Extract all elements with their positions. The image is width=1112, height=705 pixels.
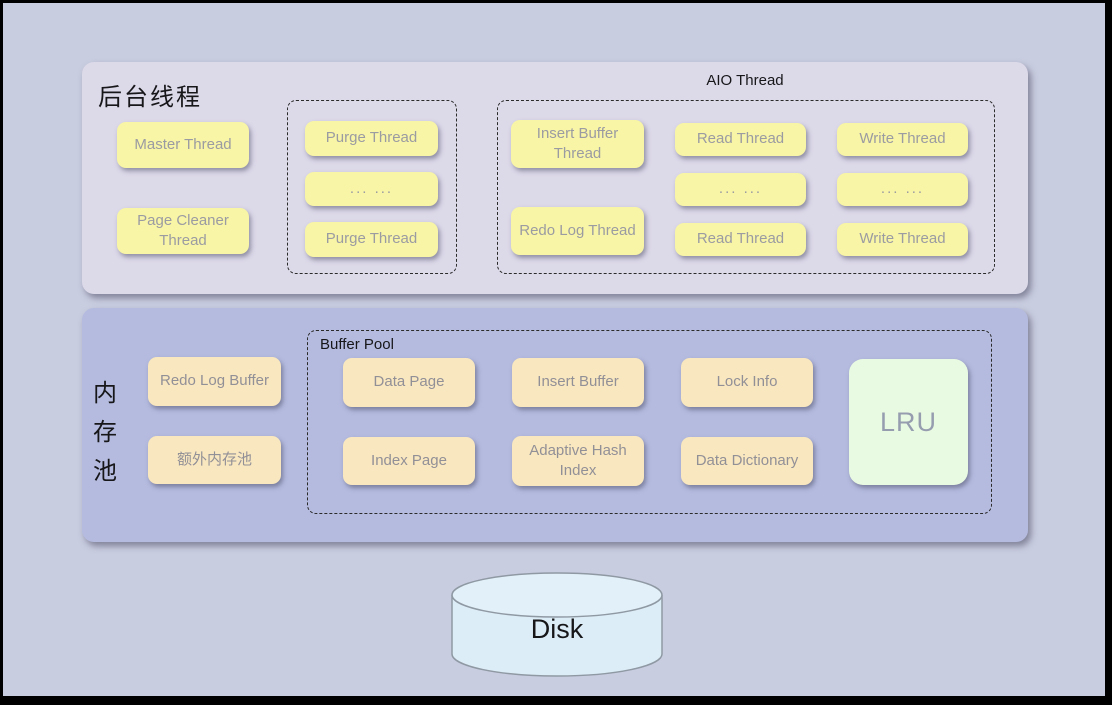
memory-pool-title: 内存池 [93, 380, 117, 485]
memory-pool-panel: 内存池 Redo Log Buffer 额外内存池 Buffer Pool Da… [82, 308, 1028, 542]
diagram-canvas: 后台线程 Master Thread Page Cleaner Thread P… [3, 3, 1105, 696]
read-thread-ellipsis-box: ... ... [675, 173, 806, 206]
write-thread-ellipsis-box: ... ... [837, 173, 968, 206]
write-thread-box-2: Write Thread [837, 223, 968, 256]
extra-memory-pool-box: 额外内存池 [148, 436, 281, 484]
buffer-pool-group: Buffer Pool Data Page Insert Buffer Lock… [307, 330, 992, 514]
disk-cylinder-shape [451, 572, 663, 677]
read-thread-box-1: Read Thread [675, 123, 806, 156]
buffer-pool-label: Buffer Pool [320, 336, 394, 353]
insert-buffer-thread-box: Insert Buffer Thread [511, 120, 644, 168]
page-cleaner-thread-box: Page Cleaner Thread [117, 208, 249, 254]
adaptive-hash-index-box: Adaptive Hash Index [512, 436, 644, 486]
aio-thread-label: AIO Thread [706, 72, 784, 89]
master-thread-box: Master Thread [117, 122, 249, 168]
disk-cylinder: Disk [450, 570, 664, 680]
background-threads-panel: 后台线程 Master Thread Page Cleaner Thread P… [82, 62, 1028, 294]
read-thread-box-2: Read Thread [675, 223, 806, 256]
data-page-box: Data Page [343, 358, 475, 407]
redo-log-thread-box: Redo Log Thread [511, 207, 644, 255]
purge-thread-box-1: Purge Thread [305, 121, 438, 156]
background-threads-title: 后台线程 [98, 84, 202, 111]
index-page-box: Index Page [343, 437, 475, 485]
lock-info-box: Lock Info [681, 358, 813, 407]
insert-buffer-box: Insert Buffer [512, 358, 644, 407]
redo-log-buffer-box: Redo Log Buffer [148, 357, 281, 406]
purge-thread-ellipsis-box: ... ... [305, 172, 438, 206]
write-thread-box-1: Write Thread [837, 123, 968, 156]
aio-thread-group: Insert Buffer Thread Redo Log Thread Rea… [497, 100, 995, 274]
purge-thread-group: Purge Thread ... ... Purge Thread [287, 100, 457, 274]
purge-thread-box-2: Purge Thread [305, 222, 438, 257]
disk-label: Disk [530, 614, 584, 644]
lru-box: LRU [849, 359, 968, 485]
data-dictionary-box: Data Dictionary [681, 437, 813, 485]
